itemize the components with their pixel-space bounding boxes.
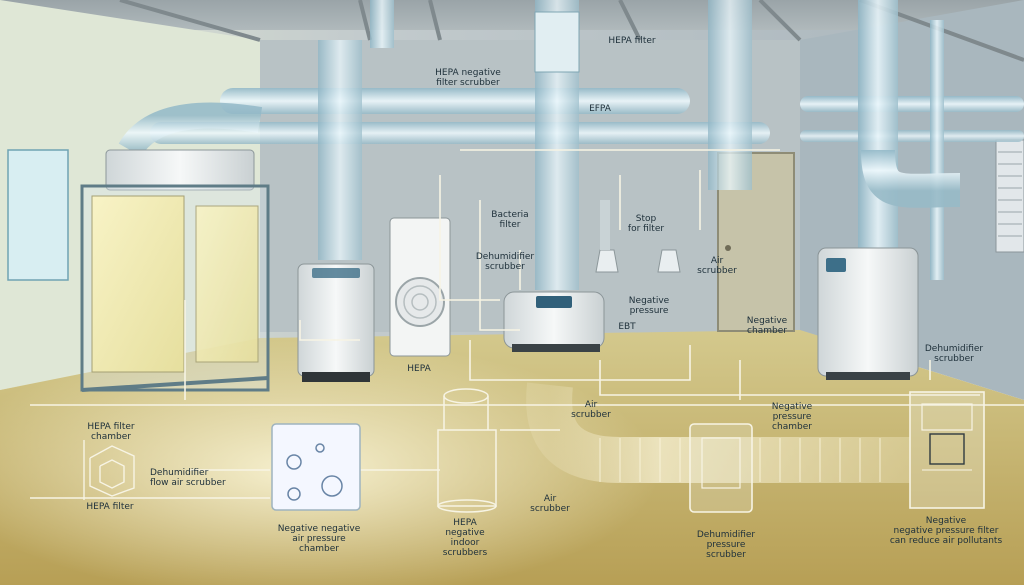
label-dehumidifier-scrubber: Dehumidifier scrubber [475,252,535,272]
hepa-filter-panel-left [91,195,185,373]
label-dehumidifier-right: Dehumidifier scrubber [924,344,984,364]
left-wall [0,0,260,390]
label-negative-pressure-chamber: Negative pressure chamber [771,402,813,432]
hepa-chamber-top-unit [105,149,255,191]
air-scrubber-unit-1 [297,263,375,377]
floor-cylinder-scrubber [437,388,497,513]
label-dehumidifier-pressure-scrubber: Dehumidifier pressure scrubber [696,530,756,560]
duct-vertical-6 [370,0,394,48]
duct-horizontal-right-2 [800,130,1024,142]
duct-vertical-5 [930,20,944,280]
floor-hepa-isometric [83,440,135,500]
wall-display-panel [7,149,69,281]
duct-vertical-1 [318,40,362,260]
label-ebt: EBT [618,322,636,332]
label-hepa-filter-top: HEPA filter [608,36,656,46]
floor-dehumidifier-box [689,423,753,513]
label-air-scrubber-floor: Air scrubber [571,400,611,420]
duct-elbow-right [861,149,961,208]
flex-duct-floor [526,382,910,483]
hepa-filter-panel-right [195,205,259,363]
wall-vent [995,139,1024,253]
door-handle [725,245,731,251]
label-air-scrubber-bottom: Air scrubber [530,494,570,514]
duct-vertical-4 [858,0,898,250]
label-stop-filter: Stop for filter [627,214,665,234]
label-air-scrubber: Air scrubber [697,256,737,276]
label-efpa: EFPA [589,104,611,114]
label-hepa-filter-left: HEPA filter [86,502,134,512]
label-negative-chamber: Negative chamber [746,316,788,336]
floor-chamber-box [271,423,361,511]
label-negative-pressure-chamber-bottom: Negative negative air pressure chamber [277,524,361,554]
wall-vent-slats [998,151,1022,237]
wall-lamp-1 [595,249,619,273]
ceiling-junction-box [534,11,580,73]
label-hepa-negative-filter: HEPA negative filter scrubber [435,68,501,88]
floor-negative-box [909,391,985,509]
flex-duct-ribs [599,438,881,482]
duct-elbow-left [118,102,263,158]
duct-vertical-3 [708,0,752,190]
label-hepa-floor: HEPA [407,364,431,374]
floor-schematic [30,149,1024,499]
label-negative-pressure-filter: Negative negative pressure filter can re… [889,516,1003,546]
fan-grille [395,277,445,327]
wall-lamp-2 [657,249,681,273]
duct-horizontal-right [800,96,1024,112]
label-negative-pressure: Negative pressure [628,296,670,316]
label-bacteria-filter: Bacteria filter [491,210,529,230]
label-hepa-filter-chamber: HEPA filter chamber [87,422,135,442]
label-hepa-negative-scrubbers: HEPA negative indoor scrubbers [442,518,488,558]
duct-horizontal-middle [150,122,770,144]
label-dehumidifier-air-scrubber: Dehumidifier flow air scrubber [150,468,226,488]
